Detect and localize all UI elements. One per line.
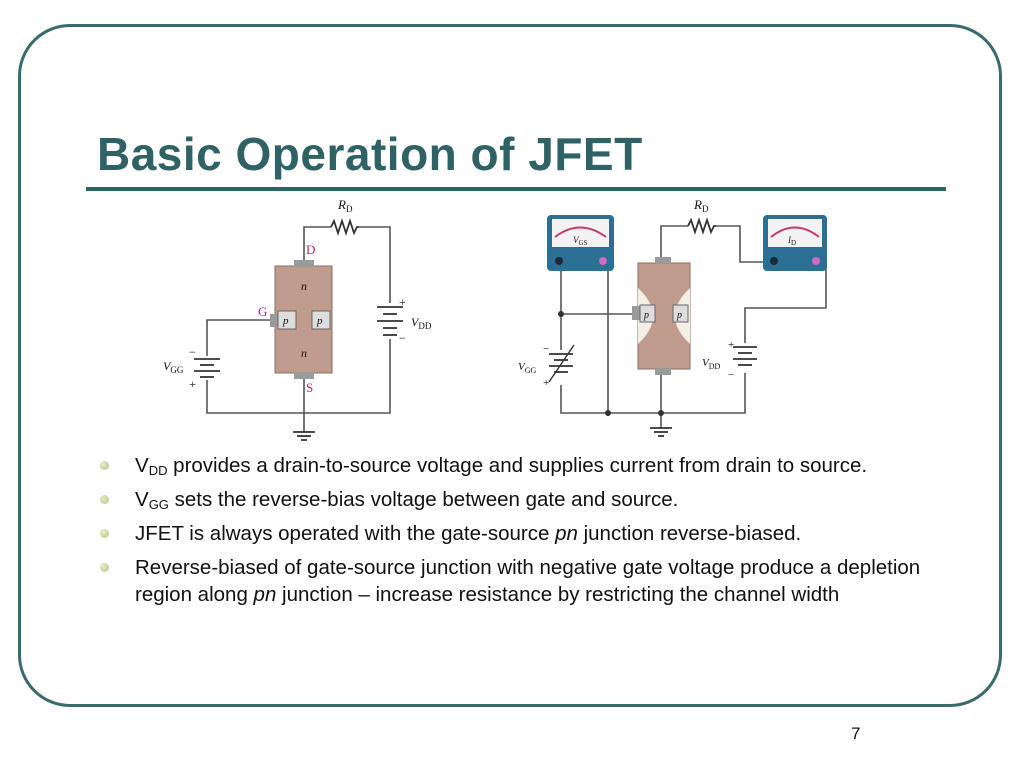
bullet-list: VDD provides a drain-to-source voltage a… xyxy=(100,452,950,615)
page-number: 7 xyxy=(851,724,861,743)
battery-vdd xyxy=(733,346,757,366)
bullet-item: VDD provides a drain-to-source voltage a… xyxy=(100,452,950,479)
jfet-meter-circuit-figure: VGS ID p p xyxy=(515,192,840,442)
svg-text:+: + xyxy=(189,377,196,391)
svg-text:−: − xyxy=(189,345,196,359)
svg-text:p: p xyxy=(316,315,323,327)
bullet-dot xyxy=(100,529,109,538)
slide-title: Basic Operation of JFET xyxy=(97,128,643,180)
gate-terminal xyxy=(270,314,278,327)
svg-text:VGG: VGG xyxy=(163,359,184,375)
ammeter-id: ID xyxy=(763,215,827,271)
jfet-circuit-diagram: RD D G S n n p p + − VDD − + VGG xyxy=(163,197,432,441)
voltmeter-vgs: VGS xyxy=(547,215,614,271)
svg-text:RD: RD xyxy=(693,197,709,214)
bullet-item: JFET is always operated with the gate-so… xyxy=(100,520,950,547)
svg-text:p: p xyxy=(676,310,682,321)
svg-text:VGG: VGG xyxy=(518,361,537,375)
svg-text:−: − xyxy=(728,369,734,381)
svg-text:p: p xyxy=(282,315,289,327)
p-region-left xyxy=(277,310,297,330)
jfet-circuit-figure: RD D G S n n p p + − VDD − + VGG xyxy=(155,192,445,442)
bullet-dot xyxy=(100,563,109,572)
p-region-right xyxy=(311,310,331,330)
svg-text:VDD: VDD xyxy=(702,357,721,371)
gate-label: G xyxy=(258,304,267,319)
bullet-dot xyxy=(100,495,109,504)
battery-vgg xyxy=(548,344,575,383)
svg-text:p: p xyxy=(643,310,649,321)
drain-terminal xyxy=(294,260,314,267)
title-underline xyxy=(86,187,946,191)
svg-text:VGS: VGS xyxy=(573,235,588,247)
svg-text:RD: RD xyxy=(337,197,353,214)
bullet-item: VGG sets the reverse-bias voltage betwee… xyxy=(100,486,950,513)
svg-text:−: − xyxy=(543,343,549,355)
svg-text:+: + xyxy=(728,339,734,351)
svg-text:VDD: VDD xyxy=(411,315,432,331)
svg-text:+: + xyxy=(399,295,406,309)
svg-text:n: n xyxy=(301,279,307,293)
svg-text:n: n xyxy=(301,346,307,360)
svg-text:ID: ID xyxy=(787,235,796,247)
ground-symbol xyxy=(650,427,672,437)
resistor-rd xyxy=(687,217,716,235)
svg-text:+: + xyxy=(543,377,549,389)
slide-frame xyxy=(18,24,1002,707)
bullet-item: Reverse-biased of gate-source junction w… xyxy=(100,554,950,608)
bullet-dot xyxy=(100,461,109,470)
resistor-rd xyxy=(330,218,359,236)
battery-vgg xyxy=(194,358,220,378)
battery-vdd xyxy=(377,306,403,336)
source-label: S xyxy=(306,380,313,395)
jfet-meter-diagram: VGS ID p p xyxy=(518,197,827,437)
svg-text:−: − xyxy=(399,331,406,345)
ground-symbol xyxy=(293,431,315,441)
drain-label: D xyxy=(306,242,315,257)
source-terminal xyxy=(294,372,314,379)
